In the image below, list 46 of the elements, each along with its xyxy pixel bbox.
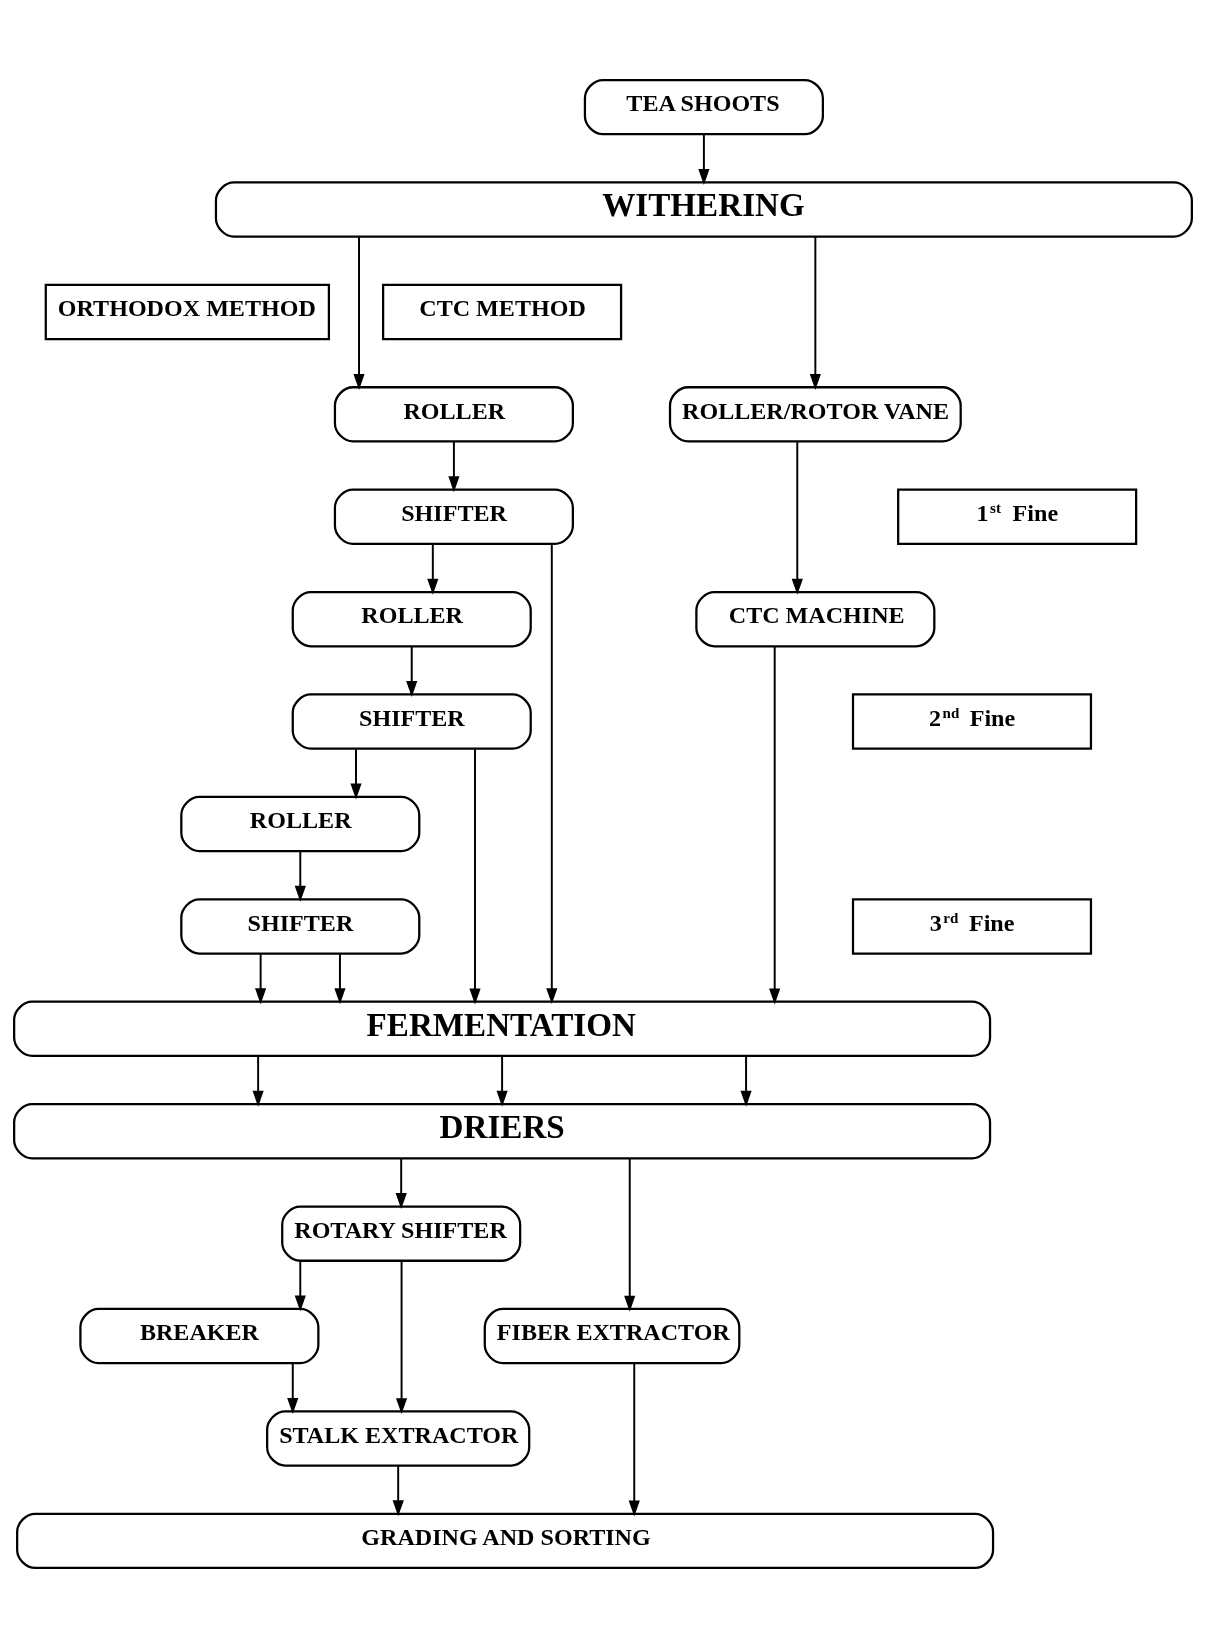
node-box: CTC METHOD [382,283,623,340]
node-box: WITHERING [214,180,1193,238]
arrow [740,1054,752,1107]
node-box: ROLLER [333,385,574,443]
node-box: TEA SHOOTS [583,78,824,135]
node-box: ROLLER [291,590,532,647]
arrow [698,133,710,185]
node-box: FERMENTATION [13,1000,992,1057]
node-box: STALK EXTRACTOR [266,1409,531,1467]
node-box: 1$^{st}$ Fine [897,488,1138,545]
arrow [287,1362,299,1414]
arrow [395,1259,408,1414]
node-box: BREAKER [79,1307,320,1364]
node-box: SHIFTER [291,692,532,750]
node-box: GRADING AND SORTING [16,1512,995,1569]
node-box: CTC MACHINE [695,590,936,647]
arrow [546,542,558,1004]
node-box: FIBER EXTRACTOR [483,1307,741,1364]
node-box: 3$^{rd}$ Fine [851,897,1093,955]
arrow [624,1156,636,1312]
node-box: DRIERS [13,1102,992,1159]
arrow [255,952,267,1004]
node-box: ROLLER/ROTOR VANE [668,385,962,443]
arrow [427,542,439,595]
arrow [628,1361,640,1517]
node-box: SHIFTER [333,488,574,545]
arrow [809,235,821,390]
arrow [334,952,346,1004]
arrow [353,235,365,390]
arrow [448,440,460,492]
node-box: ORTHODOX METHOD [44,283,331,340]
arrow [496,1054,508,1107]
arrow [392,1464,404,1516]
node-box: SHIFTER [180,897,421,955]
node-box: ROLLER [180,795,421,852]
arrow [406,645,418,697]
arrow [252,1054,264,1107]
arrow [469,747,481,1005]
arrow [395,1157,407,1209]
node-box: 2$^{nd}$ Fine [851,692,1093,750]
arrow [769,645,781,1004]
arrow [294,1259,306,1311]
arrow [350,747,362,799]
arrow [294,849,306,902]
arrow [791,440,803,595]
node-box: ROTARY SHIFTER [281,1204,522,1262]
